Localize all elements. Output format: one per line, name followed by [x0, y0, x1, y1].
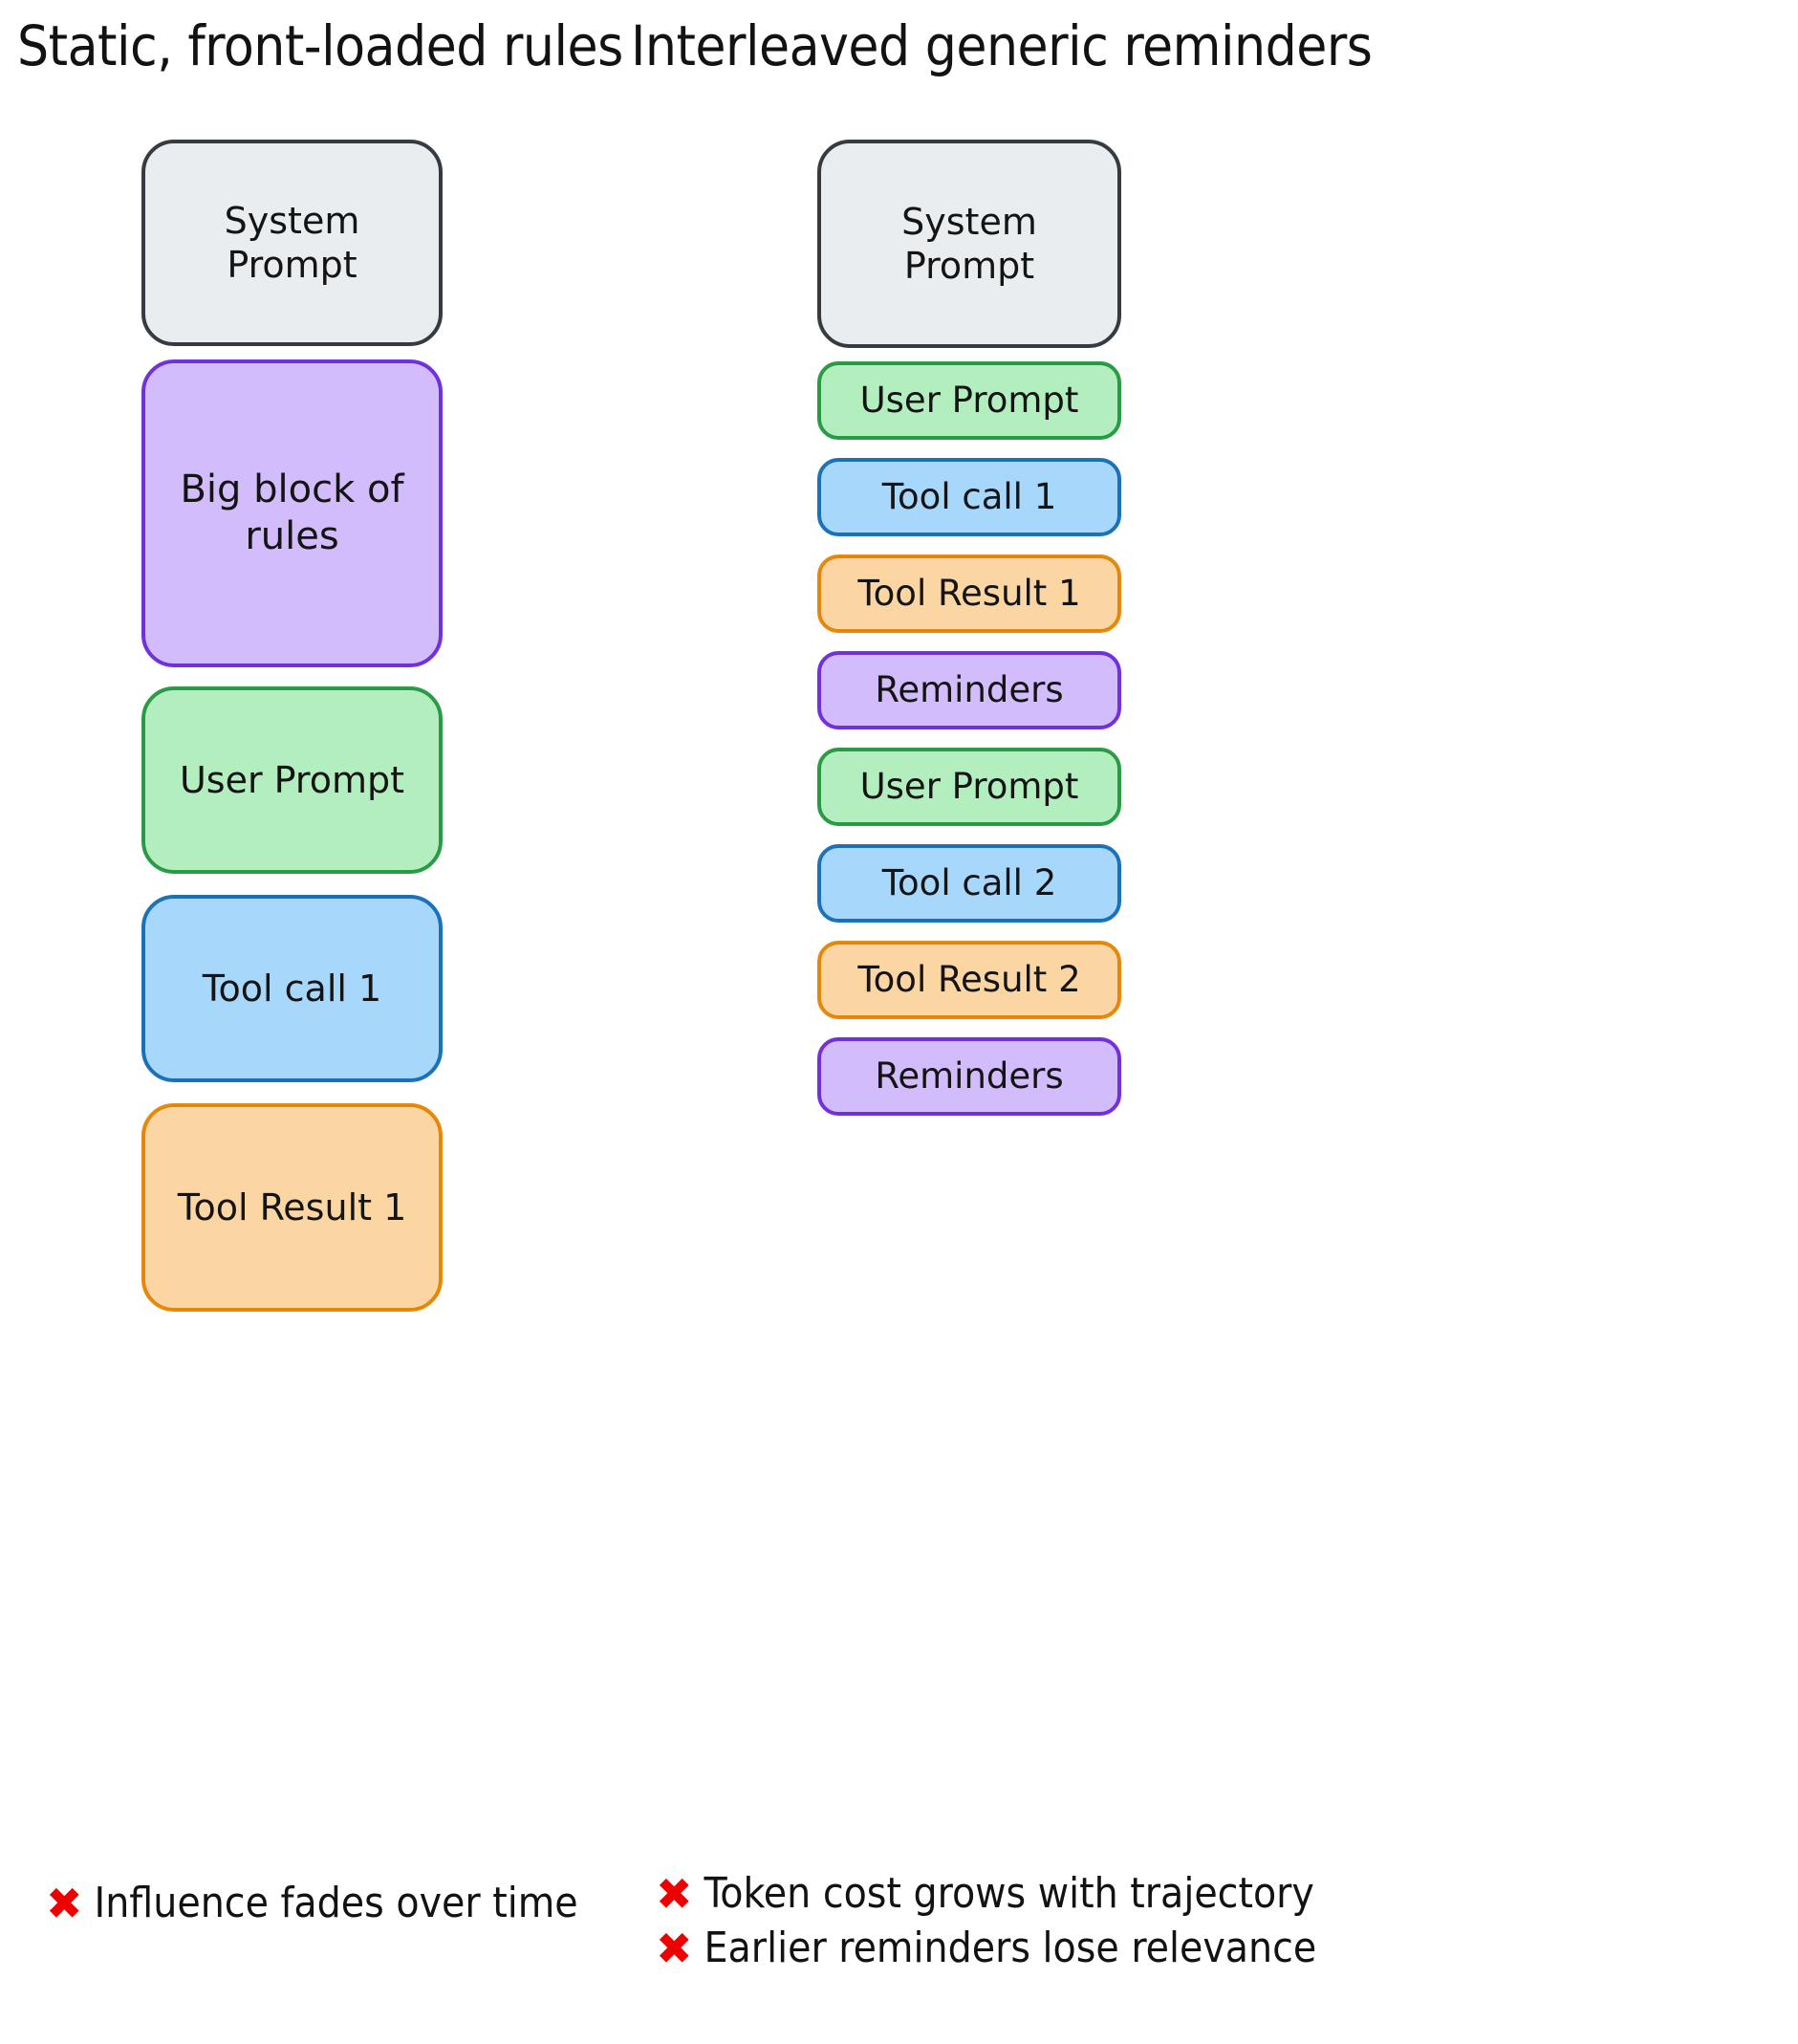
column-title-static-rules: Static, front-loaded rules [17, 13, 623, 78]
footnote-text: Token cost grows with trajectory [704, 1869, 1314, 1918]
footnotes-interleaved-reminders: ✖ Token cost grows with trajectory ✖ Ear… [656, 1869, 1316, 1978]
footnote-item: ✖ Earlier reminders lose relevance [656, 1924, 1316, 1972]
column-title-interleaved-reminders: Interleaved generic reminders [631, 13, 1373, 78]
node-label: Reminders [875, 1055, 1064, 1098]
node-tool-result-2-right: Tool Result 2 [817, 941, 1121, 1019]
node-label: Reminders [875, 669, 1064, 711]
footnote-item: ✖ Influence fades over time [46, 1879, 578, 1927]
node-label: System Prompt [901, 200, 1037, 287]
node-label: Big block of rules [180, 468, 404, 558]
node-label: System Prompt [224, 199, 360, 286]
node-big-block-of-rules: Big block of rules [141, 359, 443, 667]
node-reminders-1-right: Reminders [817, 651, 1121, 729]
node-tool-result-1-right: Tool Result 1 [817, 554, 1121, 633]
node-label: Tool call 2 [881, 862, 1057, 904]
red-x-icon: ✖ [46, 1877, 83, 1929]
node-label: Tool call 1 [881, 476, 1057, 518]
node-tool-call-1-right: Tool call 1 [817, 458, 1121, 536]
node-system-prompt-left: System Prompt [141, 140, 443, 346]
node-tool-call-1-left: Tool call 1 [141, 895, 443, 1082]
node-label: User Prompt [179, 758, 404, 801]
node-label: Tool call 1 [202, 967, 382, 1010]
footnote-item: ✖ Token cost grows with trajectory [656, 1869, 1316, 1918]
node-system-prompt-right: System Prompt [817, 140, 1121, 348]
node-label: Tool Result 1 [857, 573, 1081, 615]
column-static-rules: System Prompt Big block of rules User Pr… [141, 140, 443, 1312]
node-label: Tool Result 2 [857, 959, 1081, 1001]
node-tool-result-1-left: Tool Result 1 [141, 1103, 443, 1312]
node-user-prompt-left: User Prompt [141, 686, 443, 874]
node-user-prompt-1-right: User Prompt [817, 361, 1121, 440]
footnote-text: Earlier reminders lose relevance [704, 1924, 1317, 1972]
node-tool-call-2-right: Tool call 2 [817, 844, 1121, 923]
node-label: User Prompt [859, 766, 1079, 808]
node-user-prompt-2-right: User Prompt [817, 748, 1121, 826]
footnote-text: Influence fades over time [94, 1879, 578, 1927]
node-reminders-2-right: Reminders [817, 1037, 1121, 1116]
column-interleaved-reminders: System Prompt User Prompt Tool call 1 To… [817, 140, 1121, 1116]
node-label: Tool Result 1 [177, 1185, 407, 1229]
red-x-icon: ✖ [656, 1867, 693, 1920]
red-x-icon: ✖ [656, 1922, 693, 1974]
node-label: User Prompt [859, 380, 1079, 422]
footnotes-static-rules: ✖ Influence fades over time [46, 1879, 578, 1933]
